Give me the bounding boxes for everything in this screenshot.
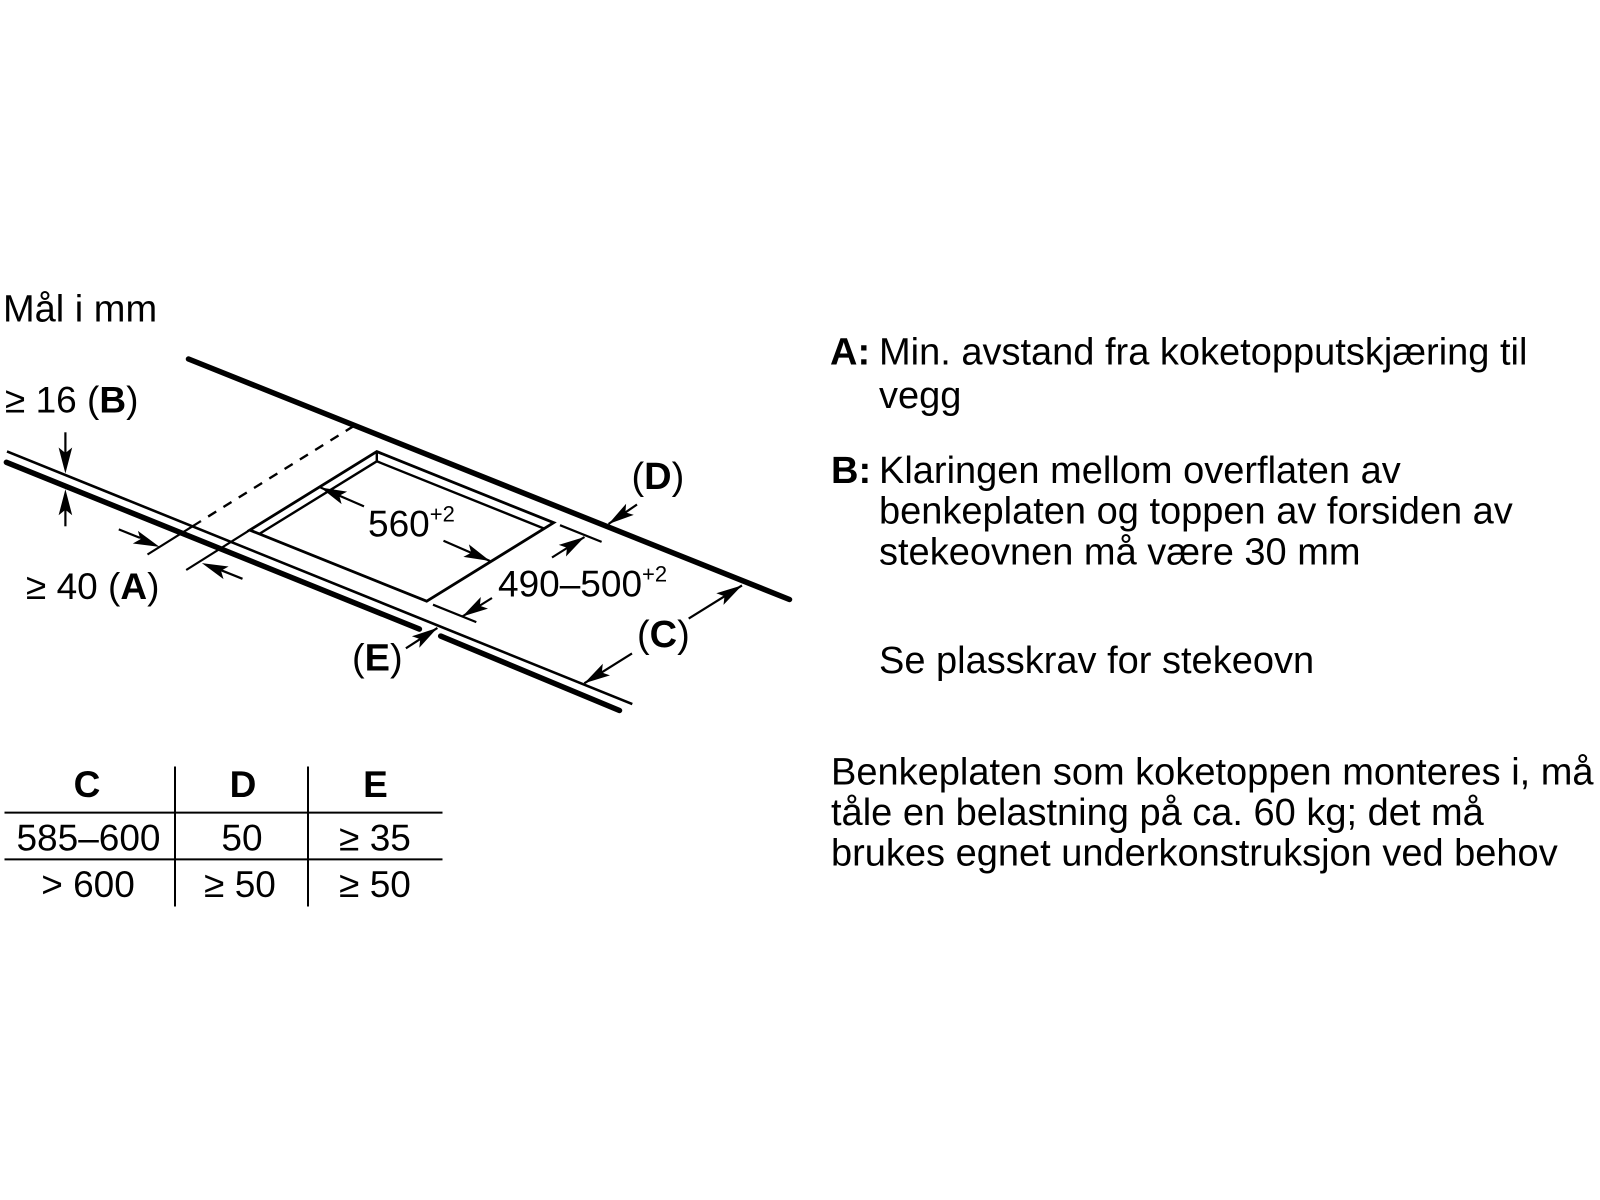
svg-text:≥ 50: ≥ 50 [204, 864, 276, 905]
svg-text:B:: B: [831, 450, 871, 492]
svg-text:Mål i mm: Mål i mm [3, 289, 157, 331]
svg-text:brukes egnet underkonstruksjon: brukes egnet underkonstruksjon ved behov [831, 833, 1558, 875]
svg-text:Se plasskrav for stekeovn: Se plasskrav for stekeovn [879, 640, 1314, 682]
svg-text:(E): (E) [352, 638, 403, 680]
svg-text:A:: A: [830, 332, 870, 374]
svg-text:Min. avstand fra koketopputskj: Min. avstand fra koketopputskjæring til [879, 332, 1527, 374]
svg-text:E: E [363, 764, 388, 805]
svg-text:C: C [74, 764, 101, 805]
svg-text:(D): (D) [632, 456, 685, 498]
svg-text:benkeplaten og toppen av forsi: benkeplaten og toppen av forsiden av [879, 491, 1513, 533]
svg-text:Klaringen mellom overflaten av: Klaringen mellom overflaten av [879, 450, 1401, 492]
svg-text:50: 50 [221, 818, 262, 859]
svg-text:≥ 40 (A): ≥ 40 (A) [26, 566, 159, 607]
svg-text:≥ 50: ≥ 50 [339, 864, 411, 905]
svg-text:tåle en belastning på ca. 60 k: tåle en belastning på ca. 60 kg; det må [831, 792, 1485, 834]
svg-text:≥ 35: ≥ 35 [339, 818, 411, 859]
svg-text:D: D [230, 764, 257, 805]
svg-text:(C): (C) [637, 614, 690, 656]
svg-text:Benkeplaten som koketoppen mon: Benkeplaten som koketoppen monteres i, m… [831, 751, 1594, 793]
svg-text:> 600: > 600 [41, 864, 135, 905]
svg-text:490–500+2: 490–500+2 [498, 562, 667, 605]
svg-text:stekeovnen må være 30 mm: stekeovnen må være 30 mm [879, 532, 1361, 574]
svg-text:560+2: 560+2 [368, 501, 455, 544]
svg-text:585–600: 585–600 [16, 818, 160, 859]
svg-text:≥ 16 (B): ≥ 16 (B) [5, 380, 138, 421]
svg-text:vegg: vegg [879, 375, 961, 417]
